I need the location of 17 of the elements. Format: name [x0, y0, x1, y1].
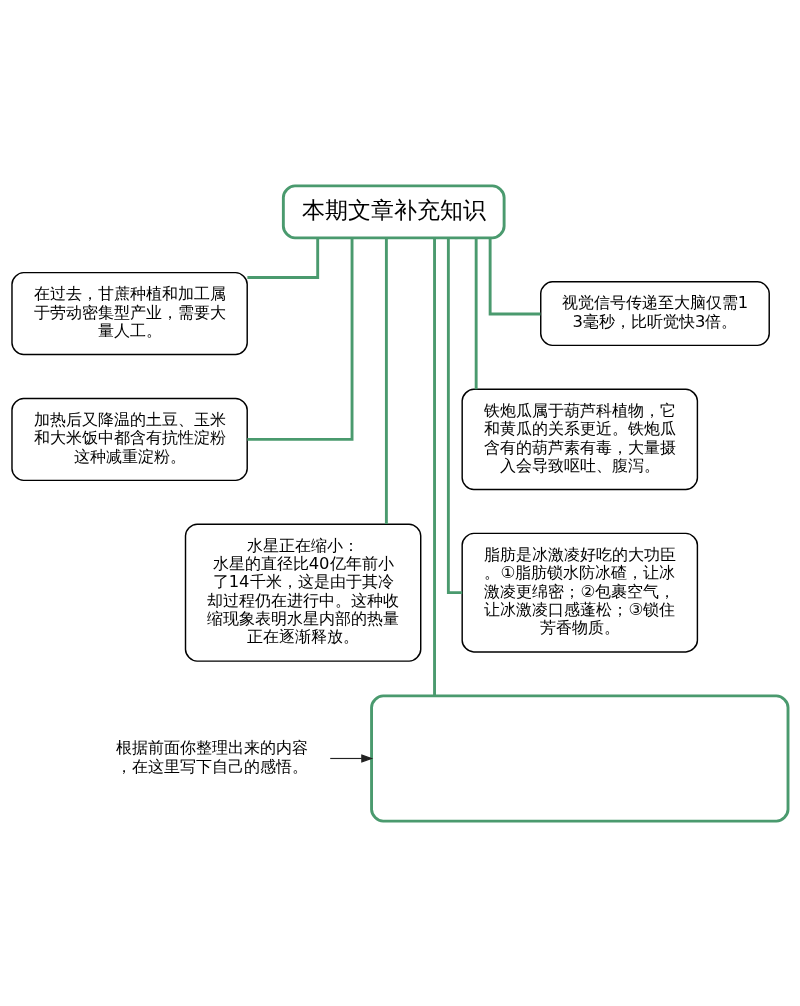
- node-box: 加热后又降温的土豆、玉米和大米饭中都含有抗性淀粉这种减重淀粉。: [11, 397, 248, 481]
- node-box: 视觉信号传递至大脑仅需13毫秒，比听觉快3倍。: [540, 280, 770, 346]
- node-text: 根据前面你整理出来的内容，在这里写下自己的感悟。: [116, 737, 309, 776]
- connector: [433, 237, 436, 696]
- connector: [247, 237, 320, 279]
- connector: [488, 237, 541, 315]
- node-box: 铁炮瓜属于葫芦科植物，它和黄瓜的关系更近。铁炮瓜含有的葫芦素有毒，大量摄入会导致呕吐、腹泻。: [461, 388, 699, 490]
- connector: [247, 237, 354, 441]
- arrow: [329, 753, 374, 763]
- connector: [474, 237, 478, 389]
- node-box: 水星正在缩小： 水星的直径比40亿年前小了14千米，这是由于其冷却过程仍在进行中。这种收缩现象表明水星内部的热量正在逐渐释放。: [184, 523, 422, 662]
- node-box: 本期文章补充知识: [281, 183, 506, 239]
- node-box: 在过去，甘蔗种植和加工属于劳动密集型产业，需要大量人工。: [11, 271, 248, 355]
- connector: [384, 237, 388, 524]
- node-box: 脂肪是冰激凌好吃的大功臣。①脂肪锁水防冰碴，让冰激凌更绵密；②包裹空气，让冰激凌口感蓬松；③锁住芳香物质。: [461, 532, 699, 653]
- connector: [446, 237, 463, 594]
- node-box: [370, 693, 790, 823]
